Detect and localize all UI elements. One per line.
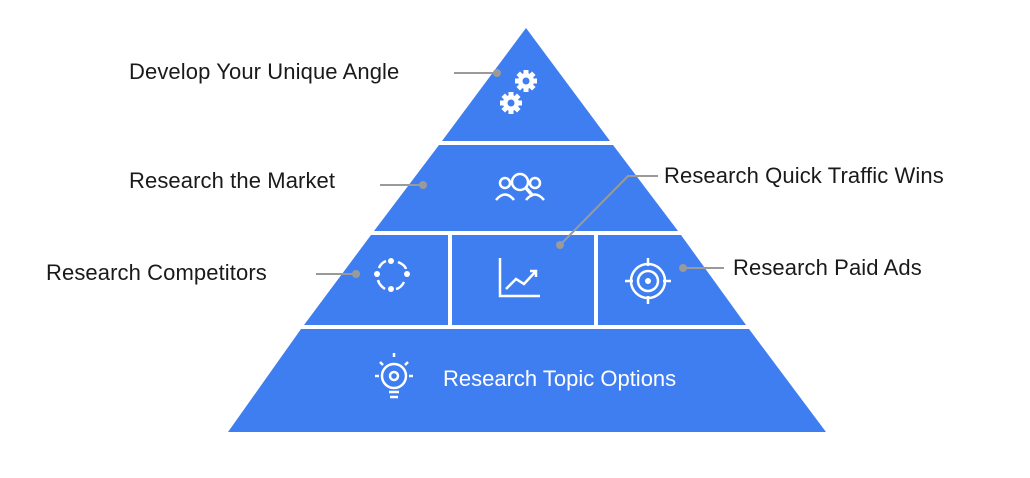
- label-research-market: Research the Market: [129, 168, 336, 193]
- label-research-quick-traffic-wins: Research Quick Traffic Wins: [664, 163, 944, 188]
- gears-icon: [500, 70, 537, 114]
- line-chart-icon: [498, 258, 540, 298]
- connector-dot-quick-traffic: [556, 241, 564, 249]
- target-icon: [625, 258, 671, 304]
- tier-3-center-shape: [452, 235, 594, 325]
- label-research-paid-ads: Research Paid Ads: [733, 255, 922, 280]
- connector-dot-paid-ads: [679, 264, 687, 272]
- tier-3-left-shape: [304, 235, 448, 325]
- tier-3-right-shape: [598, 235, 746, 325]
- connector-quick-traffic: [561, 175, 658, 244]
- connector-dot-tier-1: [493, 69, 501, 77]
- tier-4-shape: [228, 329, 826, 432]
- people-search-icon: [495, 172, 545, 201]
- connector-dot-competitors: [352, 270, 360, 278]
- cycle-arrows-icon: [374, 258, 410, 292]
- connector-dot-tier-2: [419, 181, 427, 189]
- label-research-topic-options: Research Topic Options: [443, 366, 677, 391]
- label-develop-unique-angle: Develop Your Unique Angle: [129, 59, 400, 84]
- label-research-competitors: Research Competitors: [46, 260, 267, 285]
- lightbulb-gear-icon: [375, 353, 413, 399]
